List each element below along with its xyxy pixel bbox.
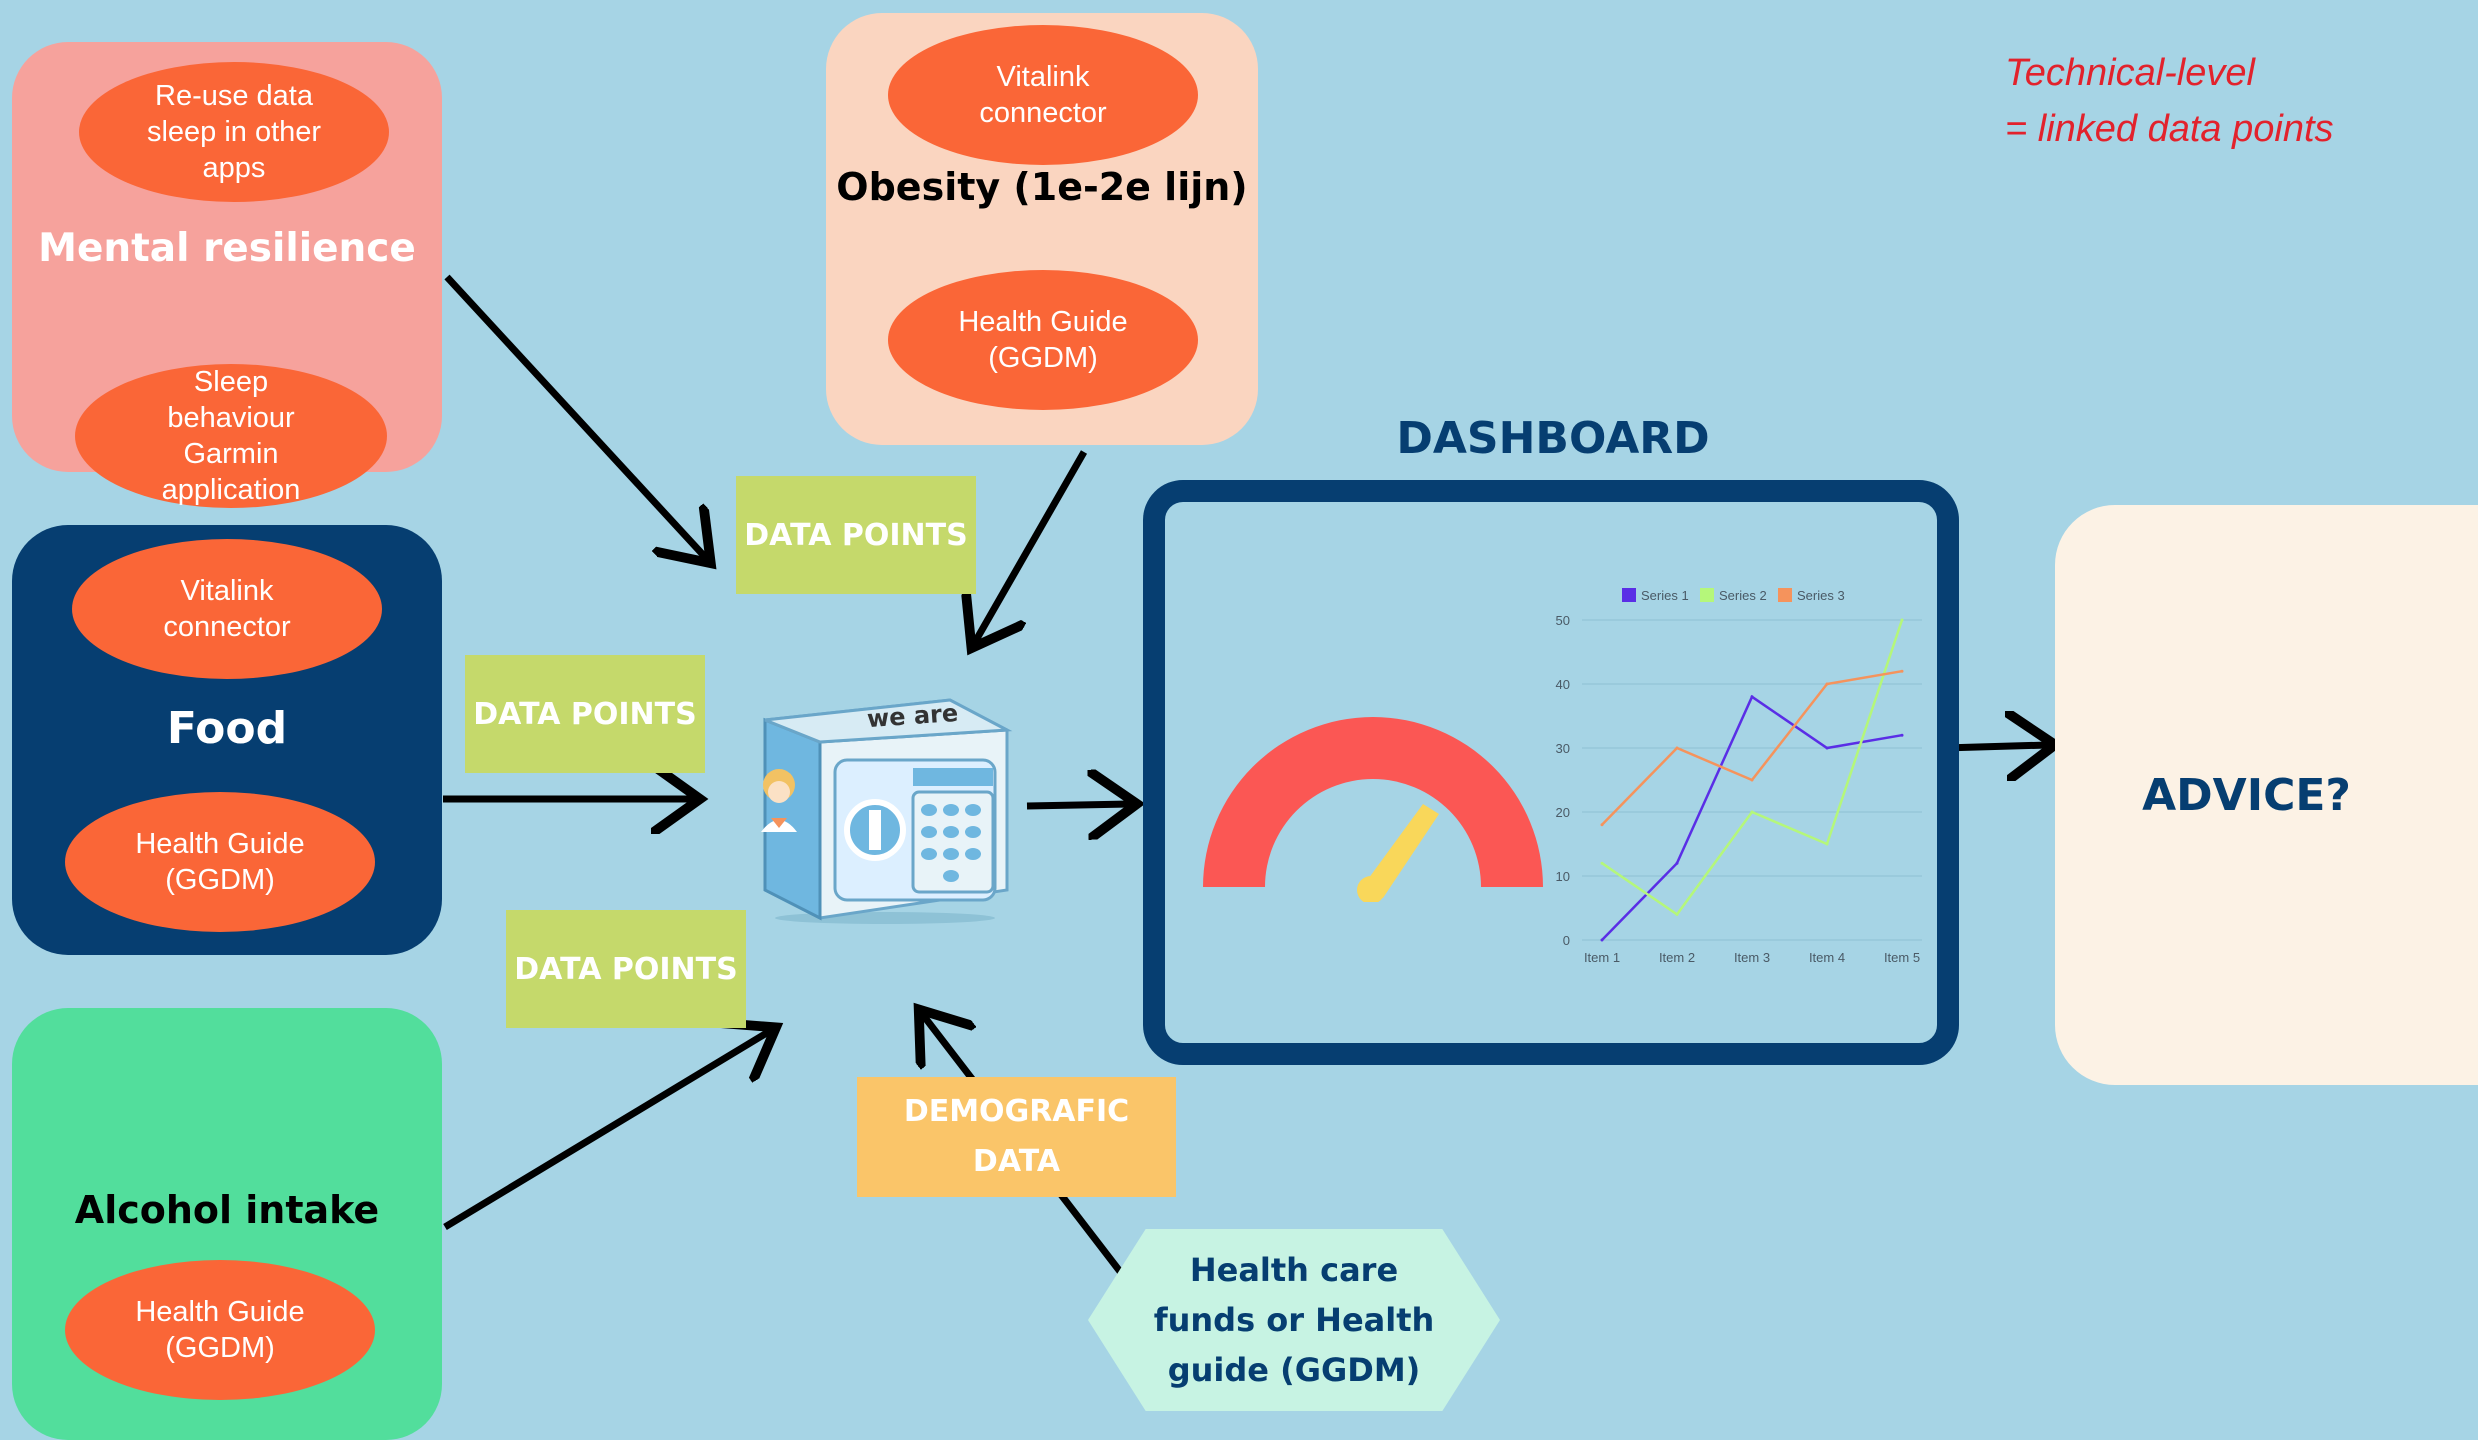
chart-y-tick-label: 20 xyxy=(1556,805,1570,820)
chart-point xyxy=(1900,618,1904,622)
chart-y-tick-label: 30 xyxy=(1556,741,1570,756)
data-points-tag-top: DATA POINTS xyxy=(736,476,976,594)
food-pill-vitalink: Vitalink connector xyxy=(72,539,382,679)
dashboard-title: DASHBOARD xyxy=(1396,413,1710,464)
chart-legend-label: Series 2 xyxy=(1719,588,1767,603)
chart-x-tick-label: Item 2 xyxy=(1659,950,1695,965)
chart-point xyxy=(1600,861,1604,865)
obesity-pill-health-guide: Health Guide (GGDM) xyxy=(888,270,1198,410)
alcohol-pill-health-guide: Health Guide (GGDM) xyxy=(65,1260,375,1400)
data-points-tag-left: DATA POINTS xyxy=(465,655,705,773)
chart-point xyxy=(1600,823,1604,827)
chart-point xyxy=(1750,695,1754,699)
arrow-mental-to-vault xyxy=(444,274,706,558)
mental-resilience-box: Re-use data sleep in other apps Mental r… xyxy=(12,42,442,508)
mental-pill-sleep-behaviour: Sleep behaviour Garmin application xyxy=(75,364,387,508)
chart-y-tick-label: 0 xyxy=(1563,933,1570,948)
food-title: Food xyxy=(166,703,288,754)
chart-point xyxy=(1600,938,1604,942)
chart-x-tick-label: Item 5 xyxy=(1884,950,1920,965)
chart-series-line xyxy=(1601,694,1903,941)
food-box: Vitalink connector Food Health Guide (GG… xyxy=(12,525,442,955)
demografic-data-tag: DEMOGRAFIC DATA xyxy=(857,1077,1176,1197)
chart-y-tick-label: 50 xyxy=(1556,613,1570,628)
chart-x-tick-label: Item 3 xyxy=(1734,950,1770,965)
health-care-label: Health care funds or Health guide (GGDM) xyxy=(1153,1251,1435,1389)
mental-resilience-title: Mental resilience xyxy=(38,226,416,271)
food-pill-health-guide: Health Guide (GGDM) xyxy=(65,792,375,932)
chart-legend-label: Series 1 xyxy=(1641,588,1689,603)
chart-point xyxy=(1675,861,1679,865)
chart-legend-label: Series 3 xyxy=(1797,588,1845,603)
arrow-vault-to-dashboard xyxy=(1026,804,1130,806)
technical-note-line1: Technical-level xyxy=(2005,52,2255,94)
arrow-dashboard-to-advice xyxy=(1943,745,2048,748)
chart-legend-swatch xyxy=(1700,588,1714,602)
gauge-needle xyxy=(1363,804,1439,898)
advice-label: ADVICE? xyxy=(2142,769,2351,821)
chart-point xyxy=(1675,746,1679,750)
arrow-alcohol-to-vault xyxy=(443,1031,770,1230)
alcohol-intake-title: Alcohol intake xyxy=(74,1188,380,1232)
data-points-tag-bottom: DATA POINTS xyxy=(506,910,746,1028)
chart-x-tick-label: Item 4 xyxy=(1809,950,1845,965)
chart-point xyxy=(1825,842,1829,846)
chart-legend-swatch xyxy=(1622,588,1636,602)
mental-pill-reuse-data: Re-use data sleep in other apps xyxy=(79,62,389,202)
chart-point xyxy=(1675,912,1679,916)
chart-x-tick-label: Item 1 xyxy=(1584,950,1620,965)
chart-point xyxy=(1750,778,1754,782)
obesity-title: Obesity (1e-2e lijn) xyxy=(836,165,1248,209)
chart-point xyxy=(1900,733,1904,737)
chart-y-tick-label: 10 xyxy=(1556,869,1570,884)
health-care-hexagon: Health care funds or Health guide (GGDM) xyxy=(1088,1229,1500,1411)
chart-y-tick-label: 40 xyxy=(1556,677,1570,692)
chart-series-line xyxy=(1601,619,1904,917)
chart-legend-swatch xyxy=(1778,588,1792,602)
safe-icon xyxy=(761,698,1013,924)
alcohol-intake-box: Alcohol intake Health Guide (GGDM) xyxy=(12,1008,442,1440)
advice-box: ADVICE? xyxy=(2055,505,2478,1085)
chart-point xyxy=(1750,810,1754,814)
chart-point xyxy=(1900,669,1904,673)
technical-note: Technical-level = linked data points xyxy=(2005,45,2334,157)
chart-point xyxy=(1825,746,1829,750)
data-vault: we are xyxy=(735,690,1020,925)
chart-point xyxy=(1825,682,1829,686)
obesity-box: Vitalink connector Obesity (1e-2e lijn) … xyxy=(826,13,1258,445)
arrow-obesity-to-vault xyxy=(975,450,1088,642)
gauge-widget xyxy=(1203,717,1543,902)
obesity-pill-vitalink: Vitalink connector xyxy=(888,25,1198,165)
technical-note-line2: = linked data points xyxy=(2005,108,2334,150)
